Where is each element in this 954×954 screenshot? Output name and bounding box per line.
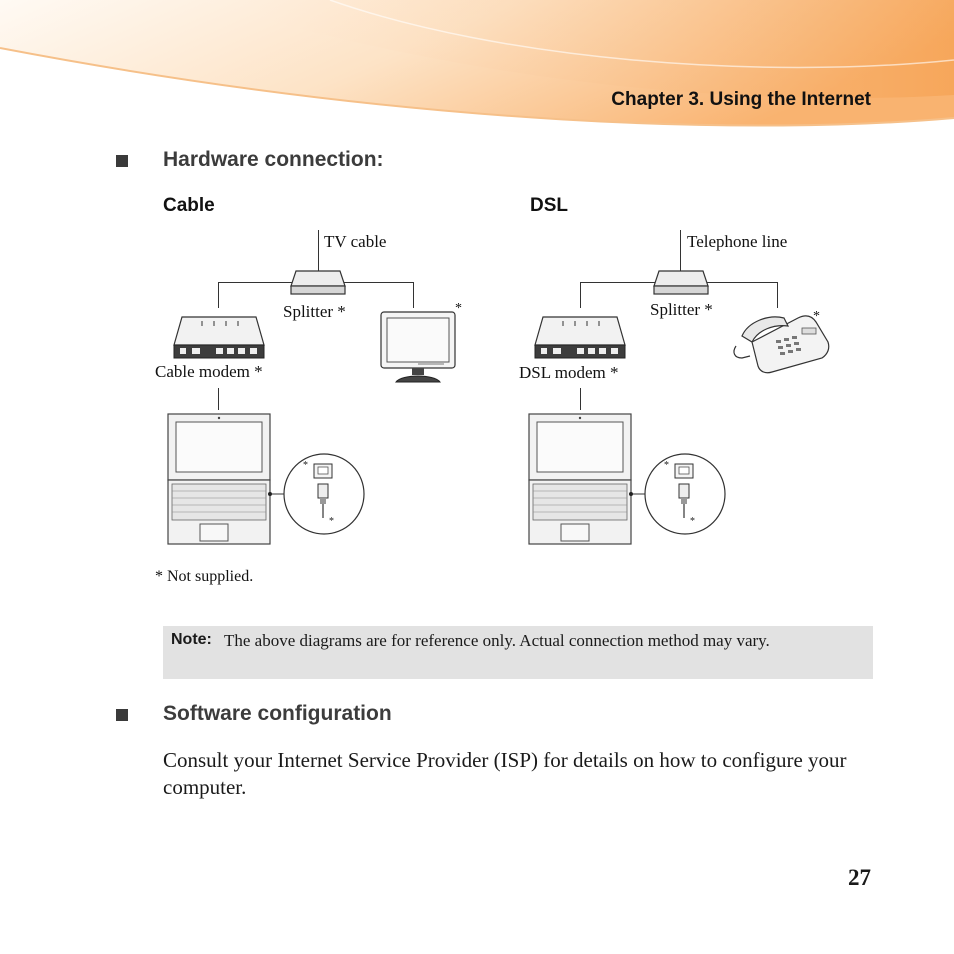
tv-callout-marker: * (455, 301, 462, 316)
dsl-callout-marker-2: * (690, 516, 695, 527)
dsl-diagram-title: DSL (530, 195, 568, 216)
telephone-line (680, 230, 681, 272)
phone-callout-marker: * (813, 309, 820, 324)
dsl-modem-label: DSL modem * (519, 363, 619, 382)
dsl-callout-marker-1: * (664, 460, 669, 471)
footnote-not-supplied: * Not supplied. (155, 568, 254, 585)
cable-callout-marker-2: * (329, 516, 334, 527)
page-number: 27 (848, 865, 871, 890)
hardware-connection-heading: Hardware connection: (163, 148, 384, 171)
note-text: The above diagrams are for reference onl… (224, 631, 770, 650)
cable-diagram-title: Cable (163, 195, 215, 216)
cable-splitter-icon (290, 270, 346, 295)
header-banner (0, 0, 954, 127)
dsl-splitter-icon (653, 270, 709, 295)
cable-splitter-label: Splitter * (283, 302, 346, 321)
software-configuration-body: Consult your Internet Service Provider (… (163, 748, 847, 799)
cable-modem-icon (173, 316, 265, 359)
telephone-icon (733, 315, 830, 374)
cable-to-tv-line (413, 282, 414, 308)
dsl-modem-to-laptop-line (580, 388, 581, 410)
software-configuration-heading: Software configuration (163, 702, 392, 725)
dsl-to-phone-line (777, 282, 778, 308)
cable-ethernet-callout (272, 453, 365, 535)
cable-to-modem-line (218, 282, 219, 308)
note-box: Note: The above diagrams are for referen… (163, 626, 873, 679)
cable-callout-marker-1: * (303, 460, 308, 471)
tv-cable-label: TV cable (324, 232, 387, 251)
cable-modem-to-laptop-line (218, 388, 219, 410)
dsl-splitter-label: Splitter * (650, 300, 713, 319)
dsl-ethernet-callout (633, 453, 726, 535)
telephone-line-label: Telephone line (687, 232, 788, 251)
dsl-modem-icon (534, 316, 626, 359)
tv-cable-line (318, 230, 319, 272)
dsl-laptop-icon (528, 413, 633, 545)
chapter-title: Chapter 3. Using the Internet (611, 89, 871, 110)
note-label: Note: (171, 631, 212, 648)
section-bullet-icon (116, 155, 128, 167)
section-bullet-icon (116, 709, 128, 721)
cable-laptop-icon (167, 413, 272, 545)
dsl-to-modem-line (580, 282, 581, 308)
tv-icon (380, 311, 456, 383)
cable-modem-label: Cable modem * (155, 362, 263, 381)
